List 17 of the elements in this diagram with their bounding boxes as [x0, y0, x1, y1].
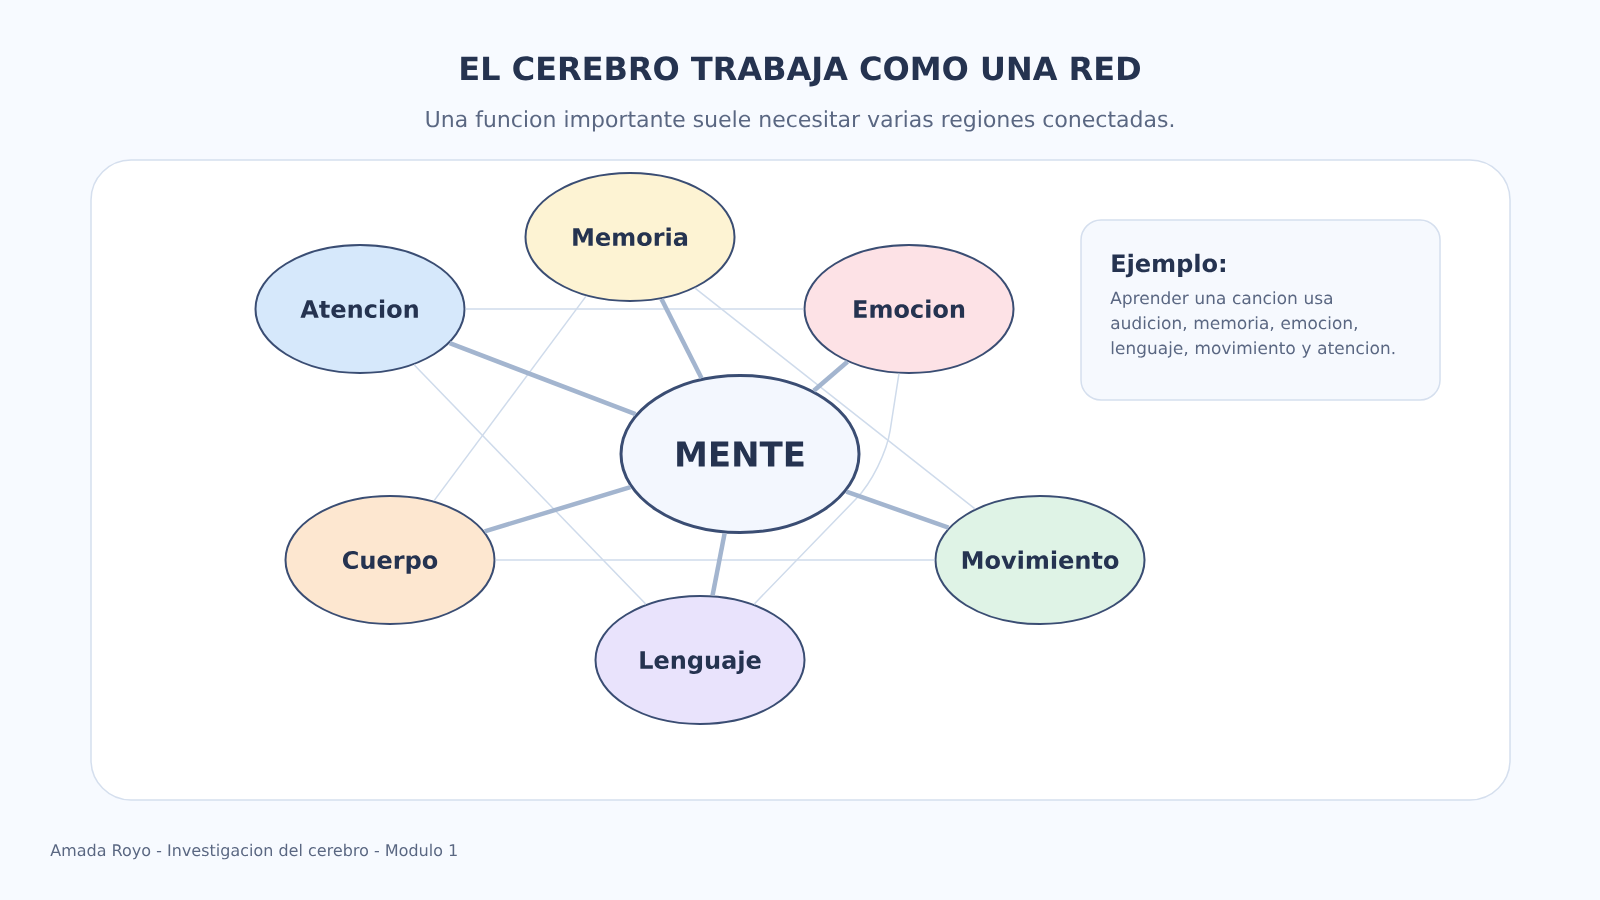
title: EL CEREBRO TRABAJA COMO UNA RED [461, 56, 1140, 87]
connector-line [448, 341, 637, 417]
footer-text: Amada Royo - Investigacion del cerebro - Modulo 1 [50, 843, 457, 860]
connector-line [433, 295, 587, 502]
connector-line [710, 532, 727, 596]
connector-line [812, 360, 849, 393]
connector-line [845, 489, 950, 530]
connector-line [413, 364, 647, 605]
connector-line [484, 485, 632, 534]
connector-line [464, 308, 805, 310]
connector-line [753, 372, 900, 605]
connector-line [494, 559, 936, 561]
card-heading: Ejemplo: [1112, 253, 1225, 278]
connector-line [694, 287, 976, 510]
card-text: Aprender una cancion usa audicion, memoria, emocion, lenguaje, movimiento y atencion. [1110, 291, 1395, 358]
connector-line [659, 298, 704, 380]
subtitle: Una funcion importante suele necesitar varias regiones conectadas. [426, 110, 1174, 132]
